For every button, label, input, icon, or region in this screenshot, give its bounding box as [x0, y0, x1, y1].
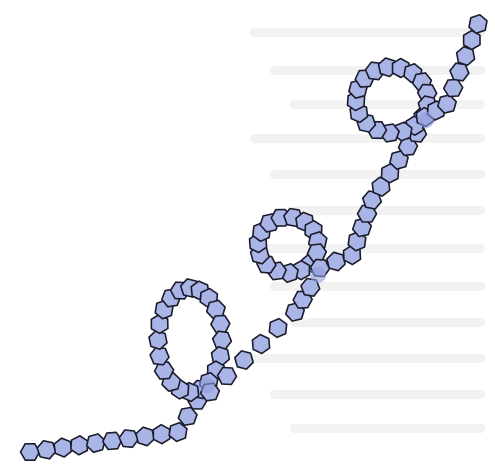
- hexagon-unit-icon: [252, 335, 269, 354]
- hexagon-unit-icon: [327, 252, 345, 270]
- hexagon-unit-icon: [149, 331, 167, 350]
- crossing-overlap: [199, 377, 215, 393]
- crossing-overlap: [310, 267, 326, 283]
- hexagon-unit-icon: [21, 444, 40, 460]
- hexagon-unit-icon: [450, 63, 469, 81]
- bleed-line: [250, 134, 485, 143]
- bleed-line: [270, 390, 485, 399]
- bleed-line: [290, 206, 485, 215]
- bleed-line: [250, 354, 485, 363]
- hexagon-unit-icon: [235, 351, 253, 369]
- hexagon-unit-icon: [218, 368, 237, 385]
- hexagon-unit-icon: [103, 432, 122, 449]
- hexagon-unit-icon: [213, 331, 232, 349]
- hexagon-unit-icon: [178, 407, 197, 425]
- hexagon-unit-icon: [71, 436, 88, 455]
- bleed-line: [250, 28, 485, 37]
- hexagon-unit-icon: [54, 438, 72, 457]
- bleed-line: [290, 424, 485, 433]
- hexagon-unit-icon: [211, 316, 230, 333]
- bleed-line: [290, 318, 485, 327]
- bleed-line: [270, 170, 485, 179]
- bleed-line: [250, 244, 485, 253]
- hexagon-unit-icon: [153, 425, 170, 444]
- hexagon-unit-icon: [136, 427, 154, 446]
- hexagon-unit-icon: [119, 430, 138, 447]
- hexagon-unit-icon: [269, 319, 286, 338]
- hexagon-unit-icon: [87, 434, 105, 452]
- crossing-overlap: [418, 112, 434, 128]
- hexagon-unit-icon: [37, 441, 56, 459]
- hexagon-unit-icon: [444, 80, 463, 97]
